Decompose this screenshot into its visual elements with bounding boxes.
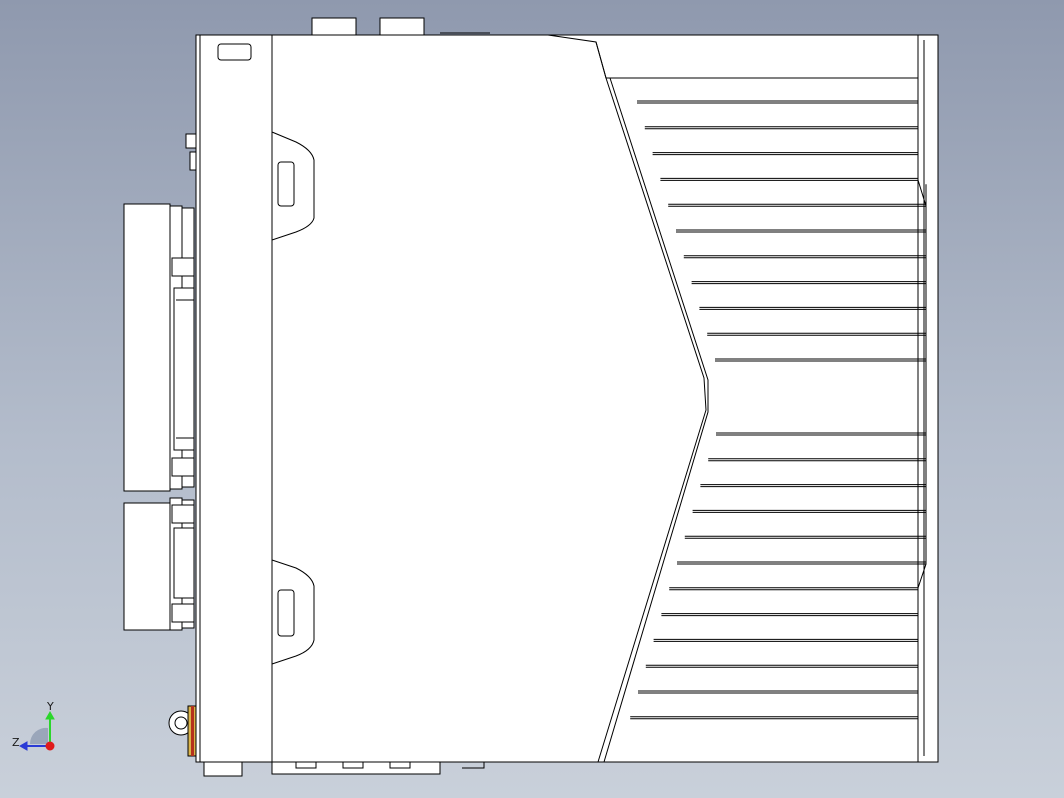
- heatsink-fin: [652, 132, 919, 156]
- indicator-lamp: [168, 705, 197, 757]
- connector-block-upper: [123, 203, 195, 492]
- heatsink-fin: [637, 81, 919, 104]
- heatsink-fin: [644, 106, 919, 130]
- clip-slot-upper: [277, 161, 295, 207]
- heatsink: [547, 34, 939, 763]
- connector-block-lower: [123, 497, 195, 631]
- heatsink-fin: [638, 671, 919, 694]
- orientation-triad: [18, 710, 55, 751]
- heatsink-fin: [661, 593, 919, 617]
- top-connector-tabs: [311, 17, 490, 36]
- enclosure-body: [195, 34, 939, 777]
- clip-slot-lower: [277, 589, 295, 637]
- triad-y-label: Y: [47, 700, 54, 713]
- front-profile-outline: [271, 35, 315, 762]
- heatsink-fin: [645, 645, 919, 668]
- heatsink-fin: [669, 567, 919, 591]
- triad-z-label: Z: [12, 736, 20, 749]
- heatsink-fin: [653, 619, 919, 642]
- heatsink-fin: [630, 696, 919, 720]
- screw-head: [185, 133, 197, 171]
